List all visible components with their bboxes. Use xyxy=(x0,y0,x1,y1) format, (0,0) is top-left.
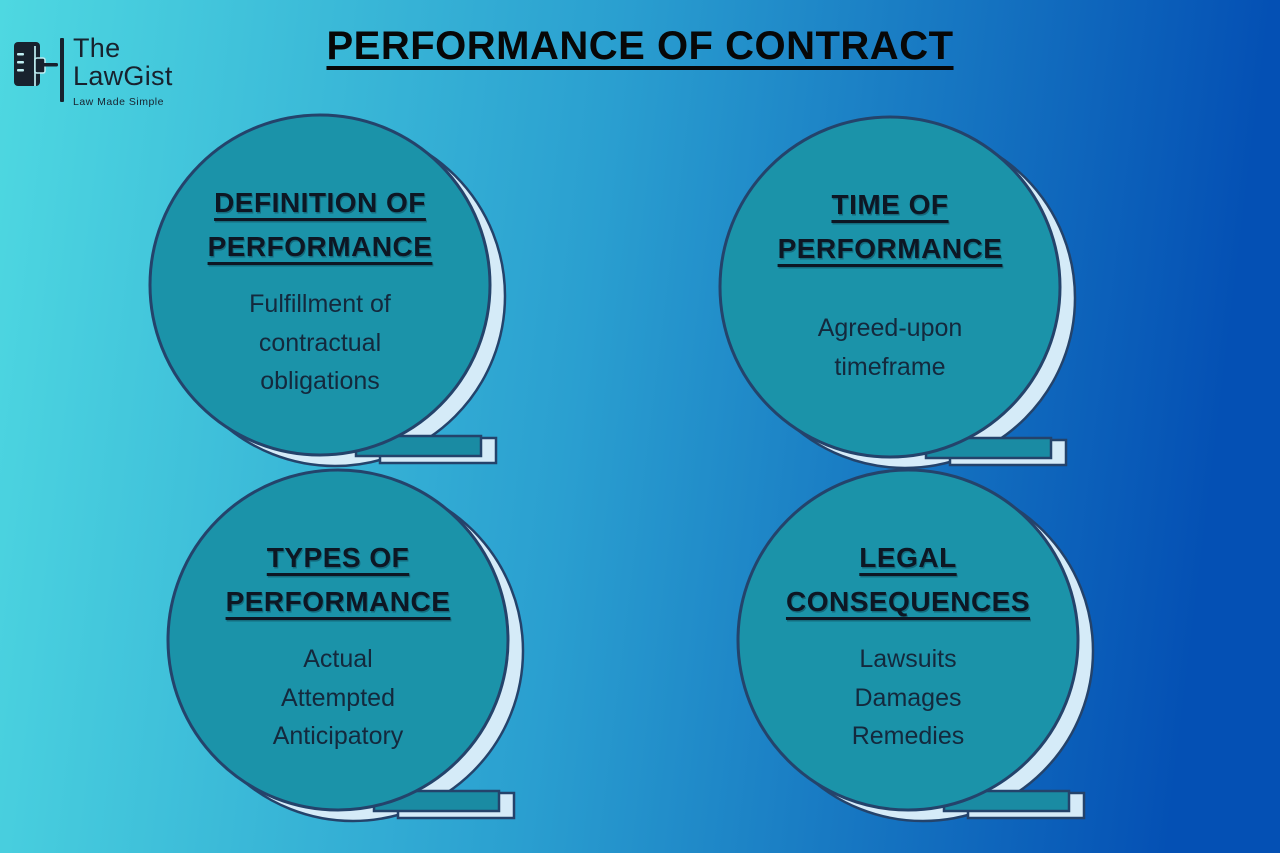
heading-line: PERFORMANCE xyxy=(207,231,433,262)
logo-text-lawgist: LawGist xyxy=(73,61,173,91)
page-title: PERFORMANCE OF CONTRACT xyxy=(326,24,954,68)
bubble-body: Lawsuits Damages Remedies xyxy=(738,640,1078,756)
bubble-body: Fulfillment of contractual obligations xyxy=(150,285,490,401)
bubble-definition-of-performance: DEFINITION OF PERFORMANCE Fulfillment of… xyxy=(130,95,560,495)
speech-bubble-shape xyxy=(148,113,507,468)
heading-line: PERFORMANCE xyxy=(225,586,451,617)
lawgist-logo: The LawGist Law Made Simple xyxy=(8,34,173,108)
speech-bubble-shape xyxy=(718,115,1077,470)
bubble-heading: TIME OF PERFORMANCE xyxy=(720,183,1060,271)
heading-line: PERFORMANCE xyxy=(777,233,1003,264)
bubble-time-of-performance: TIME OF PERFORMANCE Agreed-upon timefram… xyxy=(700,97,1130,497)
heading-line: CONSEQUENCES xyxy=(785,586,1031,617)
heading-line: LEGAL xyxy=(859,542,957,573)
speech-bubble-shape xyxy=(166,468,525,823)
body-line: Anticipatory xyxy=(272,722,404,750)
body-line: Attempted xyxy=(281,683,395,712)
logo-tagline: Law Made Simple xyxy=(73,96,164,108)
heading-line: TIME OF xyxy=(831,189,949,220)
bubble-heading: TYPES OF PERFORMANCE xyxy=(168,536,508,624)
logo-text-the: The xyxy=(73,33,121,63)
bubble-heading: DEFINITION OF PERFORMANCE xyxy=(150,181,490,269)
body-line: Actual xyxy=(303,645,373,673)
body-line: obligations xyxy=(260,367,380,395)
bubble-body: Agreed-upon timeframe xyxy=(720,309,1060,386)
heading-line: DEFINITION OF xyxy=(214,187,426,218)
body-line: Remedies xyxy=(851,722,965,750)
body-line: contractual xyxy=(258,328,382,357)
body-line: Fulfillment of xyxy=(249,290,391,318)
bubble-legal-consequences: LEGAL CONSEQUENCES Lawsuits Damages Reme… xyxy=(718,450,1148,850)
bubble-heading: LEGAL CONSEQUENCES xyxy=(738,536,1078,624)
book-gavel-icon xyxy=(14,42,58,86)
speech-bubble-shape xyxy=(736,468,1095,823)
body-line: Agreed-upon xyxy=(817,314,963,342)
bubble-body: Actual Attempted Anticipatory xyxy=(168,640,508,756)
body-line: Damages xyxy=(854,683,962,712)
bubble-types-of-performance: TYPES OF PERFORMANCE Actual Attempted An… xyxy=(148,450,578,850)
body-line: Lawsuits xyxy=(859,645,957,673)
logo-divider xyxy=(60,38,64,102)
heading-line: TYPES OF xyxy=(266,542,410,573)
body-line: timeframe xyxy=(834,352,946,381)
